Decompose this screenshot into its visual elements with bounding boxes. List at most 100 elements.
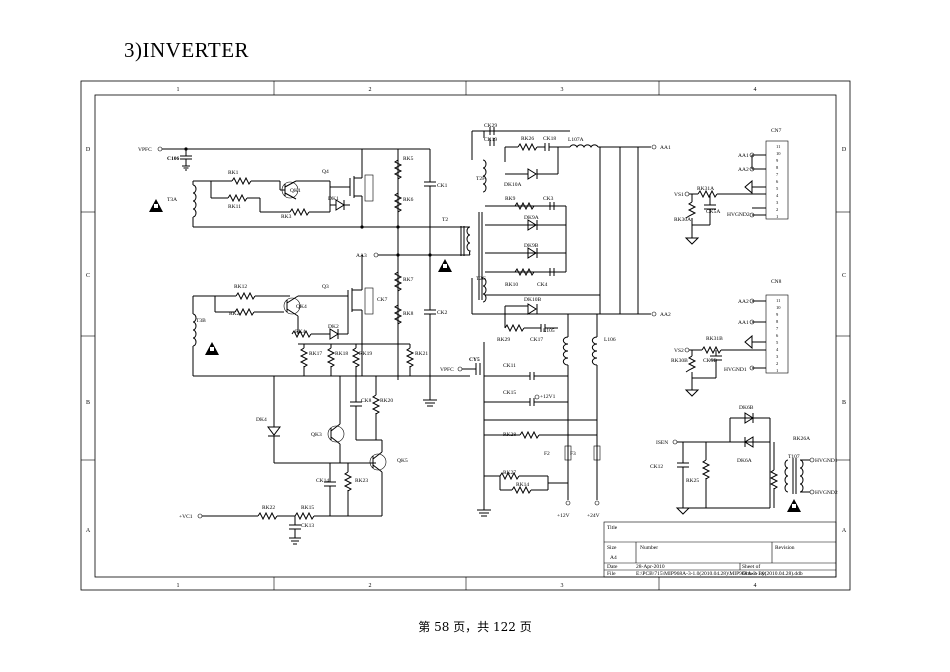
label-t3b: T3B [196,318,206,324]
file-label: File [607,571,616,577]
net-v24: +24V [587,513,600,519]
label-t2f: T2F [476,176,485,182]
label-ck14: CK14 [316,478,329,484]
cn7-pin: 3 [776,200,779,205]
label-ck7: CK7 [377,297,388,303]
grid-row-c-left: C [86,273,90,279]
net-vpfc-mid: VPFC [440,367,454,373]
size-value: A4 [610,555,617,561]
label-ck2: CK2 [437,310,448,316]
label-rk19: RK19 [359,351,372,357]
label-rk7: RK7 [403,277,414,283]
net-vpfc-top: VPFC [138,147,152,153]
label-dk10b: DK10B [524,297,541,303]
label-rk26: RK26 [521,136,534,142]
cn7-pin: 7 [776,172,779,177]
label-q3: Q3 [322,284,329,290]
cn8-pin: 4 [776,347,779,352]
label-l106: L106 [604,337,616,343]
grid-col-2-bottom: 2 [369,583,372,589]
net-hvgnd1-cn8: HVGND1 [724,367,747,373]
label-rk17: RK17 [309,351,322,357]
cn8-pin: 2 [776,361,778,366]
grid-ticks [81,81,850,590]
grid-row-b-right: B [842,400,846,406]
label-rk9: RK9 [505,196,516,202]
label-ck18: CK18 [543,136,556,142]
net-aa1-cn8: AA1 [738,320,749,326]
label-rk10: RK10 [505,282,518,288]
revision-label: Revision [775,545,795,551]
cn7-pin: 4 [776,193,779,198]
label-rk23: RK23 [355,478,368,484]
cn8-pin: 5 [776,340,779,345]
cn7-pin: 5 [776,186,779,191]
label-rk14: RK14 [516,482,529,488]
label-rk27: RK27 [503,470,516,476]
label-ck1: CK1 [437,183,448,189]
net-aa2-cn8: AA2 [738,299,749,305]
label-qk4: QK4 [296,304,307,310]
net-hvgnd1: HVGND1 [815,458,838,464]
grid-col-3-bottom: 3 [561,583,564,589]
label-q4: Q4 [322,169,329,175]
label-dk6a: DK6A [737,458,752,464]
net-aa3: AA3 [356,253,367,259]
label-ck15: CK15 [503,390,516,396]
cn7-pin: 6 [776,179,779,184]
cn7-pin: 8 [776,165,779,170]
connector-cn7 [684,140,789,245]
label-cn8: CN8 [771,279,782,285]
file-value: E:\PCB\715\MIP968A-3-1.0(2010.04.28)\MIP… [636,570,803,577]
label-cn7: CN7 [771,128,782,134]
label-ck17: CK17 [530,337,543,343]
label-rk30b: RK30B [671,358,688,364]
grid-row-a-left: A [86,528,91,534]
grid-col-4-bottom: 4 [754,583,757,589]
label-rk11: RK11 [228,204,241,210]
cn7-pin: 11 [776,144,780,149]
net-hvgnd2-cn7: HVGND2 [727,212,750,218]
label-ck8: CK8 [361,398,372,404]
grid-col-4-top: 4 [754,87,757,93]
label-rk28: RK28 [503,432,516,438]
label-t3a: T3A [167,197,177,203]
label-t2g: T2G [476,276,486,282]
label-ck19: CK19 [484,137,497,143]
label-rk5: RK5 [403,156,414,162]
label-dk9a: DK9A [524,215,539,221]
bridge-divider [373,148,470,407]
label-ck12: CK12 [650,464,663,470]
cn7-pin: 2 [776,207,778,212]
label-rk15: RK15 [301,505,314,511]
secondary-section [457,127,657,517]
cn7-pin: 1 [776,214,778,219]
label-rk31a: RK31A [697,186,714,192]
label-dk9b: DK9B [524,243,539,249]
net-v12: +12V [557,513,570,519]
cn8-pin: 3 [776,354,779,359]
label-rk3: RK3 [281,214,292,220]
grid-col-1-top: 1 [177,87,180,93]
label-rk1: RK1 [228,170,239,176]
label-ck5b: CK5B [703,358,717,364]
connector-cn8 [684,294,789,397]
label-qk5: QK5 [397,458,408,464]
label-qk1: QK1 [290,188,301,194]
page-footer: 第 58 页，共 122 页 [418,620,532,634]
sense-section [672,412,815,515]
label-rk20: RK20 [380,398,393,404]
label-rk31b: RK31B [706,336,723,342]
label-rk22: RK22 [262,505,275,511]
label-l105: L105 [543,328,555,334]
grid-row-d-left: D [86,147,91,153]
net-vs2: VS2 [674,348,684,354]
net-vs1: VS1 [674,192,684,198]
lower-drive-section [192,255,470,545]
label-rk25: RK25 [686,478,699,484]
cn8-pin: 11 [776,298,780,303]
label-cy5: CY5 [469,357,480,363]
label-dk4: DK4 [256,417,267,423]
drawn-by-label: Drawn By: [742,571,767,577]
